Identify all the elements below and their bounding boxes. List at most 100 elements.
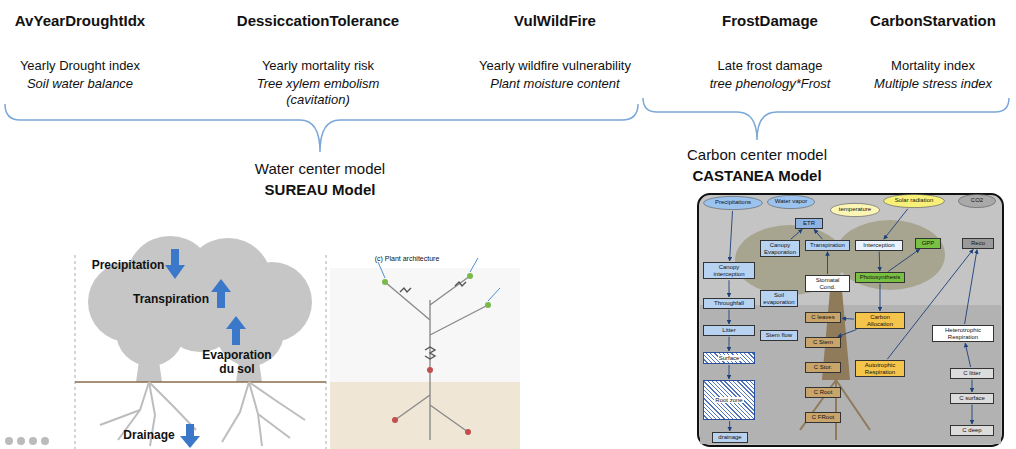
flow-arrow [729,337,730,351]
sureau-tree [5,236,326,449]
metric-description: Yearly wildfire vulnerability [460,58,650,74]
flow-arrow [729,310,730,324]
metric-description: Yearly Drought index [0,58,160,74]
flow-arrow [965,250,977,324]
node-text: temperature [837,206,873,213]
node-text: C litter [953,370,991,377]
node-text: C surface [953,395,991,402]
metric-method: Tree xylem embolism (cavitation) [243,76,393,107]
metric-name: AvYearDroughtIdx [0,12,160,30]
process-box: C deep [950,425,994,436]
flow-arrow [729,421,730,431]
flux-label: Precipitation [86,258,170,272]
node-text: C Stor. [808,364,838,371]
metric-description: Mortality index [855,58,1011,74]
process-box: GPP [915,238,941,249]
node-text: C FRoot [808,414,838,421]
model-name: CASTANEA Model [647,167,867,185]
node-text: GPP [918,240,938,247]
flow-arrow [730,211,733,261]
process-box: C Stor. [805,362,841,373]
process-box: Canopy interception [703,262,755,279]
node-text: Surface [718,355,741,362]
node-text: Solar radiation [890,197,938,204]
flow-arrow [814,229,822,239]
flow-arrow [827,252,828,274]
node-text: C Root [808,389,838,396]
process-box: Canopy Evaporation [760,240,800,257]
flow-arrow [729,365,730,379]
input-ellipse: Solar radiation [883,194,945,208]
metric-description: Late frost damage [695,58,845,74]
soil-layer-box: Root zone [703,380,755,420]
node-text: Litter [706,327,752,334]
node-text: Heterotrophic Respiration [935,327,991,340]
plant-architecture [330,258,520,449]
node-text: Canopy Evaporation [763,242,797,255]
flow-arrow [879,252,881,271]
node-text: Autotrophic Respiration [858,362,902,375]
flow-arrow [972,380,973,392]
process-box: C leaves [805,312,841,323]
node-text: Soil evaporation [763,292,795,305]
node-text: ETR [798,220,820,227]
process-box: ETR [795,218,823,229]
process-box: Litter [703,325,755,336]
process-box: C litter [950,368,994,379]
flow-arrow [972,405,973,424]
node-text: drainage [715,434,745,441]
input-ellipse: CO2 [958,194,996,208]
process-box: Throughfall [703,298,755,309]
process-box: Photosynthesis [855,272,905,283]
process-box: C FRoot [805,412,841,423]
input-ellipse: temperature [830,203,880,217]
process-box: Interception [855,240,903,251]
node-text: CO2 [965,197,989,204]
flow-arrow [880,284,881,311]
metric-method: Soil water balance [0,76,160,92]
flow-arrow [791,229,803,239]
ellipse-shape [831,203,880,216]
flux-label: Evaporation du sol [196,348,278,377]
model-group: Carbon center model [647,146,867,164]
flow-arrow [842,318,854,320]
input-ellipse: Precipitations [703,196,763,210]
flow-arrow [887,249,973,359]
soil-layer-box: Surface [703,352,755,364]
flow-arrow [888,249,919,271]
metric-name: VulWildFire [460,12,650,30]
metric-name: DessiccationTolerance [213,12,423,30]
flow-arrow [884,209,908,239]
process-box: drainage [712,432,748,443]
node-text: Stomatal Cond. [808,277,847,290]
flux-label: Drainage [118,428,180,442]
metric-method: tree phenology*Frost [695,76,845,92]
model-name: SUREAU Model [210,181,430,199]
node-text: Carbon Allocation [858,314,902,327]
process-box: Reco [962,238,994,249]
process-box: C surface [950,393,994,404]
node-text: Precipitations [710,199,756,206]
node-text: Root zone [714,397,743,404]
process-box: Stomatal Cond. [805,275,850,292]
node-text: C Stem [808,339,838,346]
ellipse-shape [958,194,995,207]
node-text: Throughfall [706,300,752,307]
process-box: C Stem [805,337,841,348]
flow-arrow [965,343,970,367]
ellipse-shape [704,196,763,209]
flow-arrow [729,280,730,297]
ellipse-shape [884,194,945,207]
ellipse-shape [767,195,814,208]
model-group: Water center model [210,160,430,178]
process-box: Soil evaporation [760,290,798,307]
metric-name: CarbonStarvation [855,12,1011,30]
node-text: C leaves [808,314,838,321]
process-box: Stem flow [760,330,798,341]
flow-arrow [838,330,857,337]
process-box: C Root [805,387,841,398]
node-text: Reco [965,240,991,247]
node-text: Stem flow [763,332,795,339]
input-ellipse: Water vapor [767,195,815,209]
